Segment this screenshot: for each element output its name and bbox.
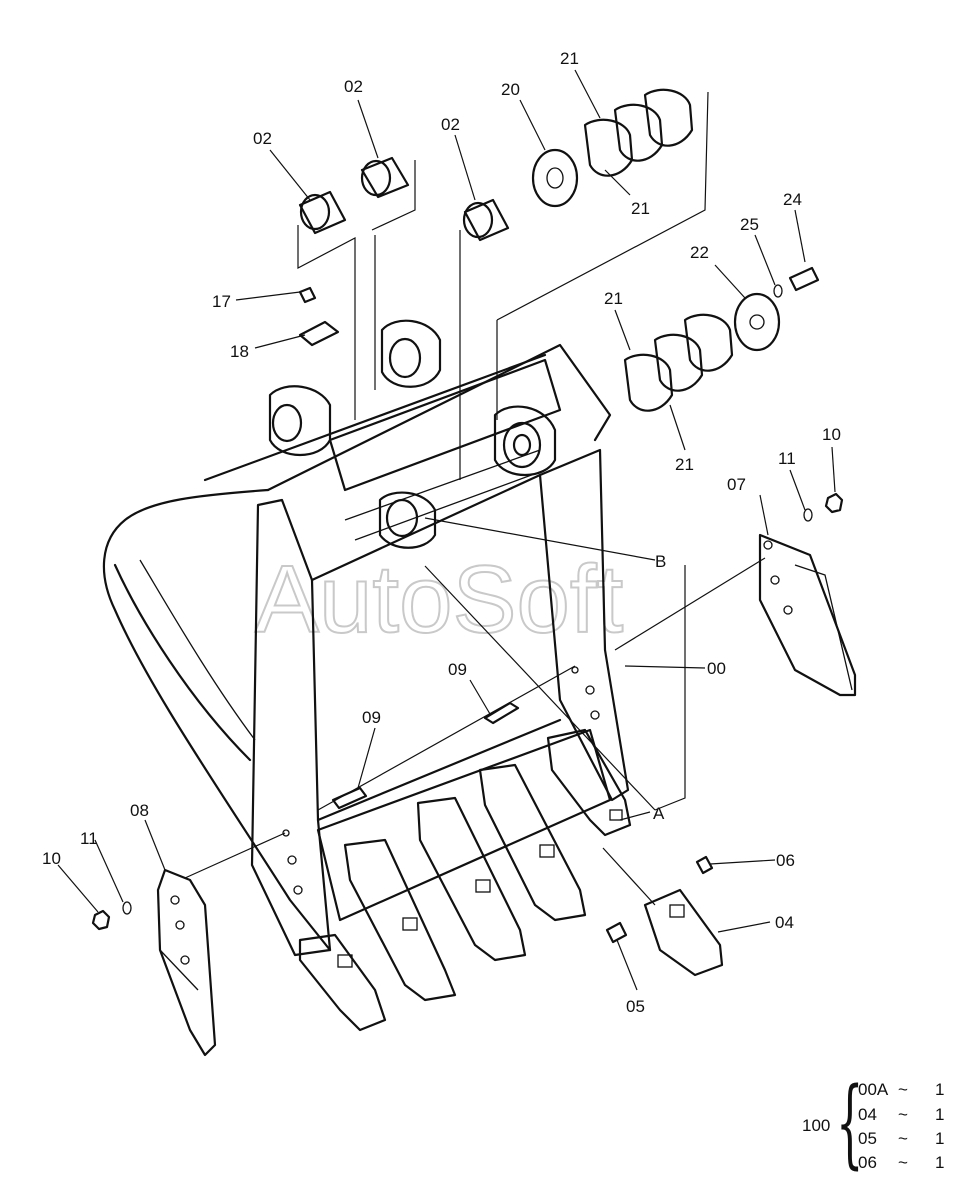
callout-B: B bbox=[655, 552, 666, 571]
callout-09-upper: 09 bbox=[448, 660, 467, 679]
callout-labels: 00 02 02 02 04 05 06 07 08 09 09 10 10 1… bbox=[42, 49, 841, 1016]
assembly-row-part: 05 bbox=[858, 1129, 877, 1148]
watermark: AutoSoft bbox=[255, 546, 623, 653]
side-cutter-left bbox=[156, 868, 217, 1057]
leader-lines bbox=[57, 69, 836, 991]
callout-04: 04 bbox=[775, 913, 794, 932]
assembly-row-tilde: ~ bbox=[898, 1153, 908, 1172]
callout-A: A bbox=[653, 804, 665, 823]
bucket-body bbox=[102, 319, 630, 957]
callout-02-mid: 02 bbox=[344, 77, 363, 96]
callout-05: 05 bbox=[626, 997, 645, 1016]
callout-21-lower: 21 bbox=[675, 455, 694, 474]
callout-02-left: 02 bbox=[253, 129, 272, 148]
assembly-number: 100 bbox=[802, 1116, 831, 1135]
assembly-row-qty: 1 bbox=[935, 1153, 945, 1172]
tooth-part-04 bbox=[643, 888, 724, 977]
callout-18: 18 bbox=[230, 342, 249, 361]
assembly-row-part: 00A bbox=[858, 1080, 889, 1099]
assembly-row-qty: 1 bbox=[935, 1129, 945, 1148]
callout-21-top: 21 bbox=[560, 49, 579, 68]
callout-10-left: 10 bbox=[42, 849, 61, 868]
callout-07: 07 bbox=[727, 475, 746, 494]
callout-17: 17 bbox=[212, 292, 231, 311]
callout-24: 24 bbox=[783, 190, 802, 209]
callout-21-upper: 21 bbox=[631, 199, 650, 218]
bucket-teeth bbox=[298, 728, 632, 1032]
assembly-row-part: 06 bbox=[858, 1153, 877, 1172]
assembly-row-qty: 1 bbox=[935, 1080, 945, 1099]
callout-20: 20 bbox=[501, 80, 520, 99]
assembly-row-part: 04 bbox=[858, 1105, 877, 1124]
callout-22: 22 bbox=[690, 243, 709, 262]
callout-11-left: 11 bbox=[80, 829, 98, 848]
callout-06: 06 bbox=[776, 851, 795, 870]
assembly-row-tilde: ~ bbox=[898, 1129, 908, 1148]
callout-25: 25 bbox=[740, 215, 759, 234]
callout-00: 00 bbox=[707, 659, 726, 678]
callout-11-right: 11 bbox=[778, 449, 796, 468]
brace: { bbox=[836, 1067, 864, 1179]
side-cutter-right bbox=[758, 533, 857, 697]
pin-hardware bbox=[298, 88, 820, 412]
assembly-row-qty: 1 bbox=[935, 1105, 945, 1124]
assembly-row-tilde: ~ bbox=[898, 1105, 908, 1124]
assembly-row-tilde: ~ bbox=[898, 1080, 908, 1099]
callout-09-lower: 09 bbox=[362, 708, 381, 727]
callout-02-right: 02 bbox=[441, 115, 460, 134]
callout-10-right: 10 bbox=[822, 425, 841, 444]
callout-08: 08 bbox=[130, 801, 149, 820]
bushings bbox=[298, 156, 510, 242]
callout-21-mid: 21 bbox=[604, 289, 623, 308]
